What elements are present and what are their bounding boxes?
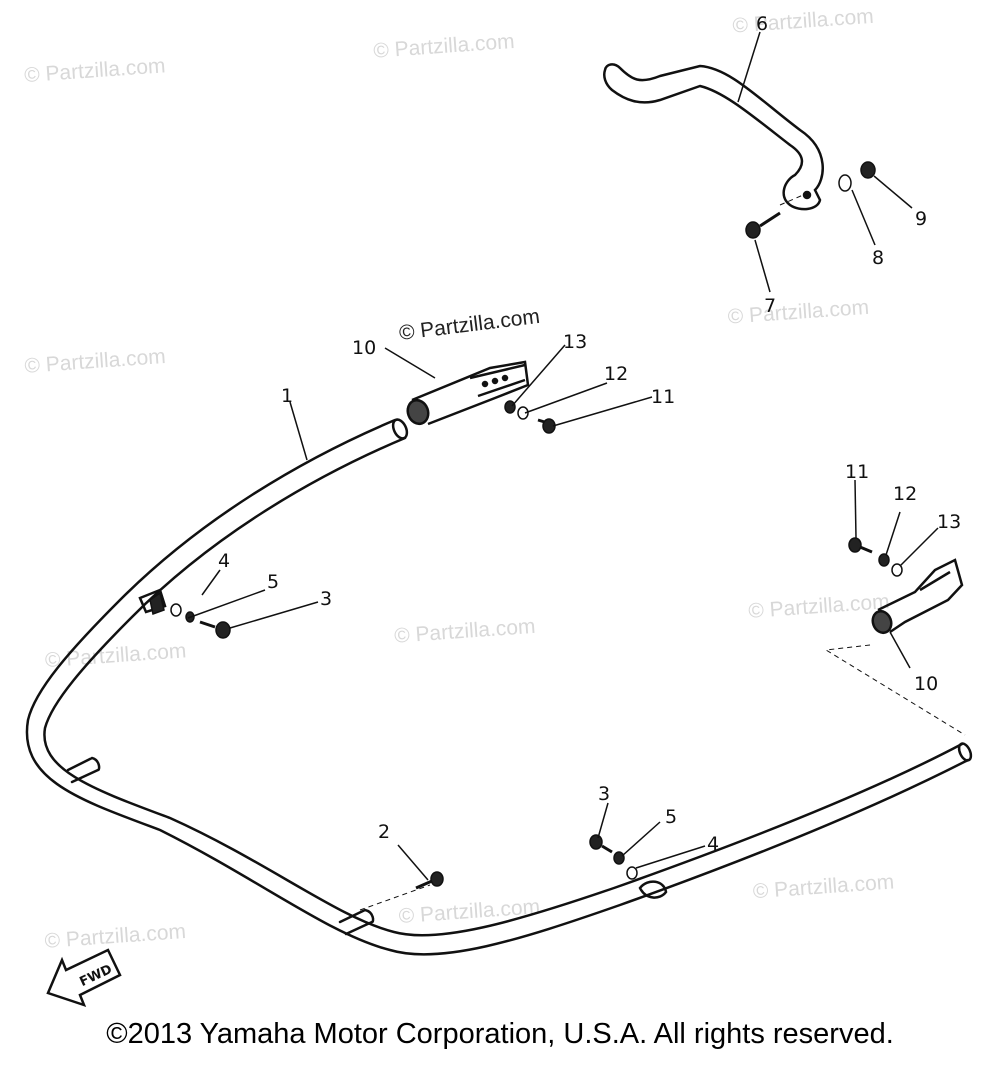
watermark: © Partzilla.com bbox=[373, 30, 516, 63]
fasteners-left bbox=[149, 591, 231, 639]
watermark: © Partzilla.com bbox=[393, 615, 536, 648]
label-part-6: 6 bbox=[756, 13, 768, 35]
label-part-3-bottom: 3 bbox=[598, 783, 610, 805]
watermarks: © Partzilla.com © Partzilla.com © Partzi… bbox=[23, 5, 895, 953]
part-labels: 1 2 4 5 3 3 5 4 6 7 8 9 10 13 12 11 11 1… bbox=[218, 13, 961, 855]
watermark: © Partzilla.com bbox=[748, 590, 891, 623]
watermark: © Partzilla.com bbox=[24, 345, 167, 378]
watermark: © Partzilla.com bbox=[44, 639, 187, 672]
label-part-4-bottom: 4 bbox=[707, 833, 719, 855]
label-part-10-lower: 10 bbox=[914, 673, 938, 695]
bracket-upper bbox=[406, 360, 530, 426]
copyright-notice: ©2013 Yamaha Motor Corporation, U.S.A. A… bbox=[106, 1018, 894, 1050]
label-part-3-left: 3 bbox=[320, 588, 332, 610]
handle-bar bbox=[603, 63, 824, 211]
label-part-9: 9 bbox=[915, 208, 927, 230]
label-part-7: 7 bbox=[764, 295, 776, 317]
watermark: © Partzilla.com bbox=[44, 920, 187, 953]
label-part-8: 8 bbox=[872, 247, 884, 269]
fasteners-handle bbox=[745, 161, 876, 239]
label-part-13-upper: 13 bbox=[563, 331, 587, 353]
label-part-2: 2 bbox=[378, 821, 390, 843]
watermark: © Partzilla.com bbox=[398, 895, 541, 928]
fasteners-bottom bbox=[589, 834, 638, 880]
leader-lines-dashed bbox=[359, 191, 966, 911]
label-part-10-upper: 10 bbox=[352, 337, 376, 359]
parts-diagram: © Partzilla.com © Partzilla.com © Partzi… bbox=[23, 5, 973, 1008]
leader-lines bbox=[187, 31, 939, 881]
label-part-5-left: 5 bbox=[267, 571, 279, 593]
label-part-4-left: 4 bbox=[218, 550, 230, 572]
watermark: © Partzilla.com bbox=[752, 870, 895, 903]
label-part-12-upper: 12 bbox=[604, 363, 628, 385]
watermark: © Partzilla.com bbox=[727, 296, 870, 329]
fwd-arrow-icon: FWD bbox=[46, 948, 122, 1008]
label-part-11-upper: 11 bbox=[651, 386, 675, 408]
screw-2 bbox=[415, 871, 444, 890]
label-part-12-lower: 12 bbox=[893, 483, 917, 505]
fasteners-lower bbox=[848, 537, 903, 577]
bracket-lower bbox=[871, 558, 964, 635]
label-part-5-bottom: 5 bbox=[665, 806, 677, 828]
label-part-11-lower: 11 bbox=[845, 461, 869, 483]
label-part-1: 1 bbox=[281, 385, 293, 407]
watermark-dark: © Partzilla.com bbox=[398, 305, 541, 345]
watermark: © Partzilla.com bbox=[732, 5, 875, 38]
main-tube bbox=[25, 418, 973, 956]
watermark: © Partzilla.com bbox=[23, 54, 166, 87]
label-part-13-lower: 13 bbox=[937, 511, 961, 533]
